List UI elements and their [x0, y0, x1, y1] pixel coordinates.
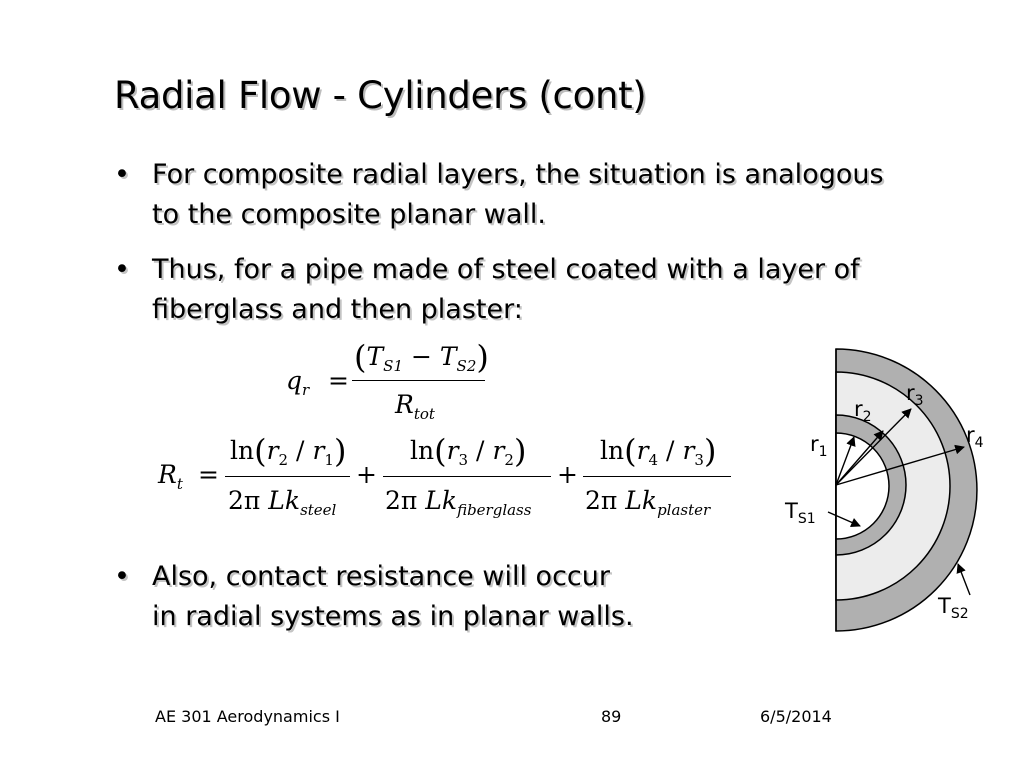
inner-bore [835, 432, 890, 540]
eq1-equals: = [328, 366, 349, 395]
bullet-line: in radial systems as in planar walls. [152, 601, 634, 632]
bullet-line: to the composite planar wall. [152, 199, 546, 230]
eq2-term2-fraction-bar [383, 476, 551, 478]
bullet-text: For composite radial layers, the situati… [152, 155, 884, 235]
bullet-icon: • [114, 254, 130, 285]
eq2-term3-fraction-bar [583, 476, 731, 478]
eq2-term2-denominator: 2π Lkfiberglass [385, 486, 532, 519]
label-r4: r4 [966, 423, 984, 451]
eq2-lhs: Rt [158, 460, 183, 493]
eq2-plus: + [356, 460, 377, 489]
bullet-line: fiberglass and then plaster: [152, 294, 523, 325]
footer-date: 6/5/2014 [760, 707, 832, 726]
bullet-text: Also, contact resistance will occur in r… [152, 557, 634, 637]
radius-r3-arrow [835, 408, 912, 486]
eq2-term1-numerator: ln(r2 / r1) [230, 432, 347, 470]
eq2-term1-denominator: 2π Lksteel [228, 486, 337, 519]
eq2-term3-numerator: ln(r4 / r3) [600, 432, 717, 470]
bullet-line: For composite radial layers, the situati… [152, 159, 884, 190]
radius-r4-arrow [835, 444, 965, 486]
radius-r1-arrow [835, 436, 856, 486]
label-ts2: TS2 [937, 594, 969, 622]
composite-cylinder-diagram: r1 r2 r3 r4 TS1 TS2 [784, 348, 984, 632]
label-r2: r2 [854, 397, 872, 425]
eq2-term1-fraction-bar [225, 476, 350, 478]
label-r1: r1 [810, 432, 828, 460]
radius-r2-arrow [835, 430, 884, 486]
eq2-term2-numerator: ln(r3 / r2) [410, 432, 527, 470]
bullet-line: Thus, for a pipe made of steel coated wi… [152, 254, 860, 285]
eq1-fraction-bar [352, 380, 485, 382]
eq2-equals: = [198, 460, 219, 489]
eq2-plus: + [557, 460, 578, 489]
footer-course: AE 301 Aerodynamics I [155, 707, 340, 726]
eq1-numerator: (TS1 − TS2) [354, 338, 489, 376]
footer-page-number: 89 [601, 707, 622, 726]
ts2-arrow [956, 563, 971, 596]
eq2-term3-denominator: 2π Lkplaster [585, 486, 711, 519]
bullet-icon: • [114, 159, 130, 190]
eq1-lhs: qr [286, 366, 310, 399]
bullet-icon: • [114, 561, 130, 592]
bullet-text: Thus, for a pipe made of steel coated wi… [152, 250, 860, 330]
label-ts1: TS1 [784, 499, 816, 527]
eq1-denominator: Rtot [395, 390, 435, 423]
bullet-line: Also, contact resistance will occur [152, 561, 610, 592]
label-r3: r3 [906, 381, 924, 409]
ts1-arrow [827, 511, 861, 527]
slide-title: Radial Flow - Cylinders (cont) [114, 74, 647, 117]
